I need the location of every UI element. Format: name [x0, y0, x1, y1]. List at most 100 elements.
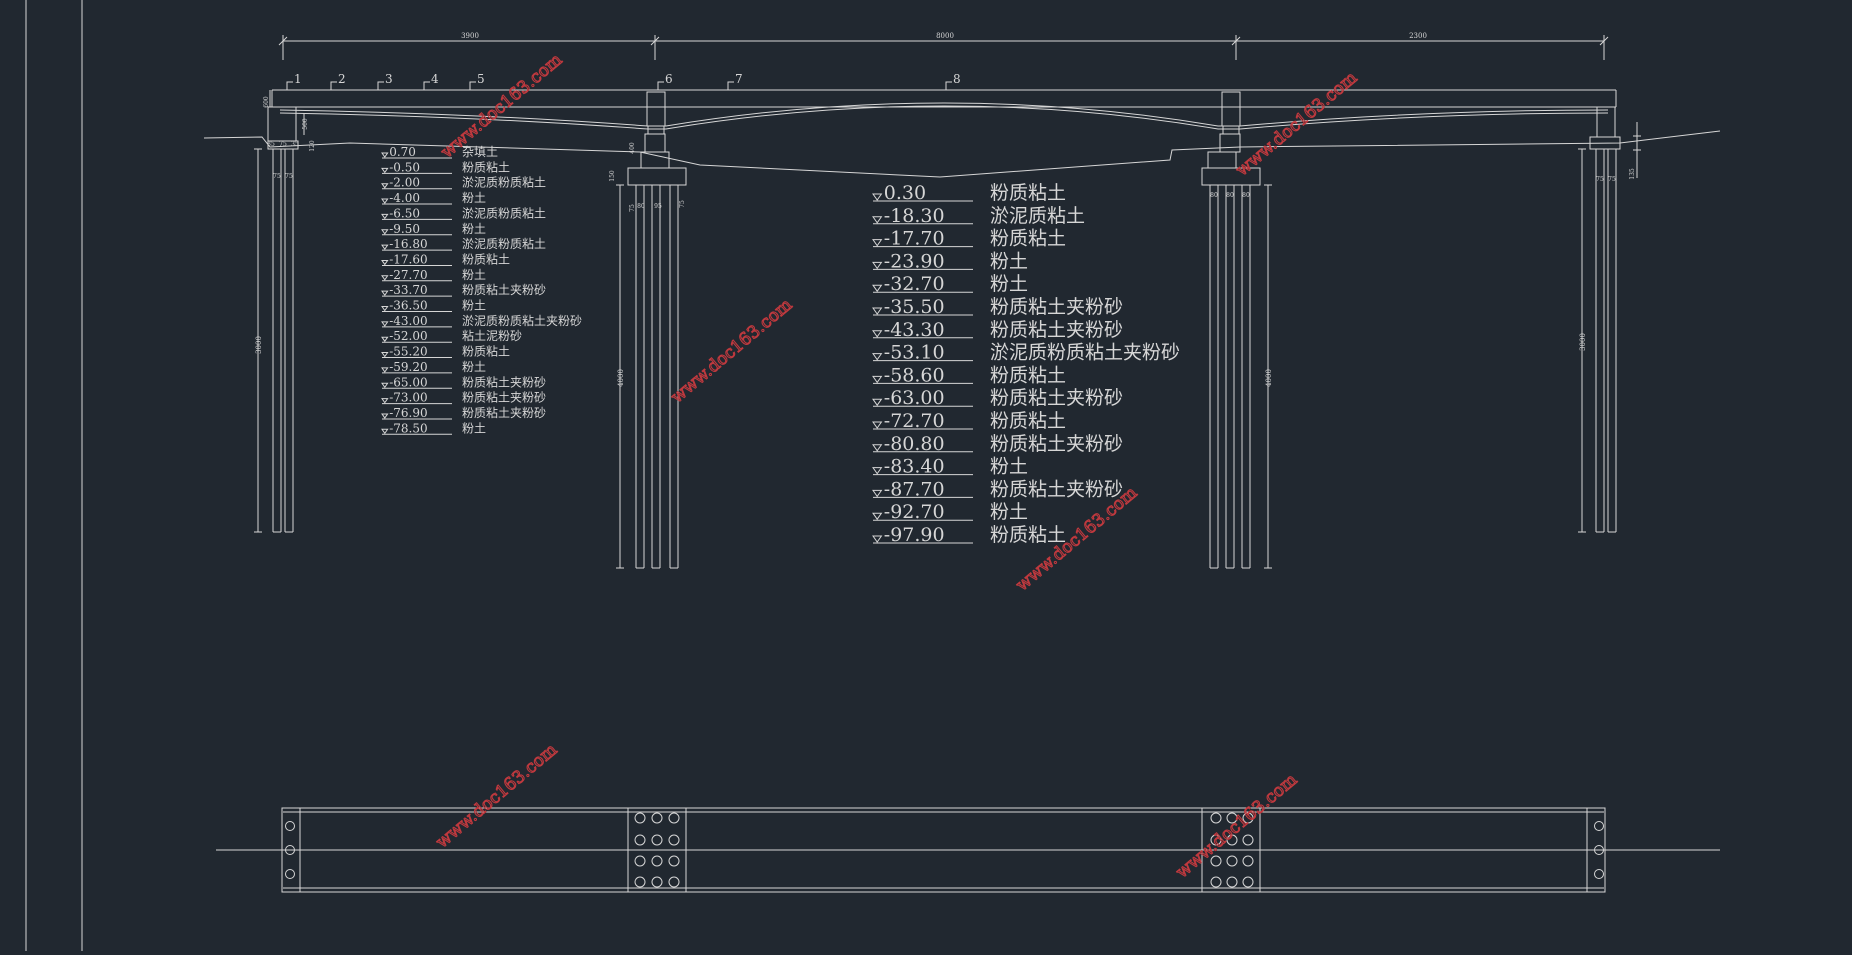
pile-hole: [1242, 855, 1254, 867]
pier-2: 4000 80 80 80: [1201, 91, 1273, 569]
elevation-marker-icon: [872, 535, 883, 543]
soil-name: 粉质粘土: [462, 159, 510, 174]
pier1-spacing-2: 80: [637, 203, 645, 210]
pile-hole: [634, 855, 646, 867]
abutment-height-label: 500: [302, 118, 309, 130]
elevation-marker-icon: [381, 290, 389, 297]
section-markers: 1 2 3 4 5 6 7 8: [286, 72, 961, 90]
elevation-marker-icon: [381, 259, 389, 266]
soil-elevation: -17.70: [884, 228, 945, 250]
elevation-marker-icon: [381, 152, 389, 158]
pile-hole: [285, 845, 295, 855]
elevation-marker-icon: [872, 467, 883, 475]
soil-name: 粉质粘土: [990, 364, 1066, 386]
abutment-small-label: 120: [309, 140, 316, 152]
abutment-col-3: 35: [291, 141, 299, 148]
soil-elevation: -9.50: [389, 222, 420, 236]
elevation-marker-icon: [872, 421, 883, 429]
elevation-marker-icon: [872, 216, 883, 224]
pier2-pile-length: 4000: [1265, 369, 1273, 387]
soil-name: 淤泥质粉质粘土夹粉砂: [990, 342, 1180, 364]
pier1-spacing-4: 75: [679, 200, 686, 208]
elevation-marker-icon: [872, 353, 883, 361]
soil-layer-row: -0.50 粉质粘土: [381, 159, 510, 174]
pile-hole: [1210, 834, 1222, 846]
elevation-marker-icon: [872, 398, 883, 407]
girder-depth-label: 600: [263, 96, 270, 108]
section-mark-8: 8: [953, 72, 961, 86]
span-label-2: 8000: [936, 32, 954, 40]
elevation-marker-icon: [381, 413, 389, 419]
elevation-marker-icon: [872, 512, 883, 521]
soil-name: 粉质粘土夹粉砂: [462, 282, 546, 297]
soil-name: 淤泥质粉质粘土: [462, 175, 546, 190]
soil-layer-row: -17.60 粉质粘土: [381, 251, 510, 266]
soil-layer-row: -55.20 粉质粘土: [381, 344, 510, 359]
section-mark-1: 1: [294, 72, 302, 86]
elevation-marker-icon: [381, 244, 389, 250]
soil-layer-row: -27.70 粉土: [381, 268, 486, 282]
soil-elevation: -55.20: [389, 345, 427, 359]
pier1-cap-height: 150: [609, 170, 616, 182]
soil-elevation: -83.40: [884, 456, 945, 478]
watermark-text: www.doc163.com: [667, 295, 796, 408]
soil-name: 粉质粘土夹粉砂: [990, 296, 1123, 318]
soil-name: 粉质粘土: [990, 182, 1066, 204]
soil-name: 淤泥质粘土: [990, 205, 1085, 227]
soil-name: 粉质粘土: [462, 251, 510, 266]
soil-elevation: -76.90: [389, 406, 427, 420]
soil-name: 粉质粘土: [462, 344, 510, 359]
elevation-marker-icon: [872, 239, 883, 247]
soil-name: 粉土: [990, 250, 1028, 272]
soil-name: 粉土: [462, 268, 486, 282]
soil-elevation: -4.00: [389, 191, 420, 205]
section-mark-5: 5: [477, 72, 485, 86]
pier-1: 4000 400 150 75 80 95 75: [609, 91, 687, 569]
soil-elevation: -17.60: [389, 252, 427, 266]
abutment-spacing-2: 75: [285, 173, 293, 180]
soil-name: 粉质粘土夹粉砂: [990, 478, 1123, 500]
soil-elevation: -0.50: [389, 160, 420, 174]
elevation-marker-icon: [381, 229, 389, 235]
watermark-text: www.doc163.com: [437, 50, 566, 163]
pile-hole: [1226, 812, 1238, 824]
elevation-marker-icon: [381, 275, 389, 281]
soil-elevation: -72.70: [884, 410, 945, 432]
elevation-marker-icon: [872, 375, 883, 384]
pile-hole: [634, 812, 646, 824]
soil-elevation: -97.90: [884, 524, 945, 546]
pile-hole: [1594, 821, 1604, 831]
pile-hole: [668, 812, 680, 824]
pile-hole: [1226, 876, 1238, 888]
soil-elevation: -63.00: [884, 387, 945, 409]
elevation-marker-icon: [381, 428, 389, 435]
pile-hole: [1594, 845, 1604, 855]
pile-hole: [285, 869, 295, 879]
soil-elevation: -36.50: [389, 299, 427, 313]
soil-elevation: -23.90: [884, 250, 945, 272]
soil-name: 粉质粘土夹粉砂: [462, 405, 546, 420]
soil-elevation: -65.00: [389, 375, 427, 389]
pile-hole: [668, 876, 680, 888]
soil-layer-row: -23.90 粉土: [872, 250, 1028, 272]
soil-name: 粉质粘土: [990, 524, 1066, 546]
pile-hole: [634, 834, 646, 846]
soil-elevation: -27.70: [389, 268, 427, 282]
pier1-spacing-1: 75: [629, 204, 636, 212]
soil-elevation: -87.70: [884, 478, 945, 500]
watermark-text: www.doc163.com: [432, 740, 561, 853]
right-spacing-2: 75: [1608, 176, 1616, 183]
elevation-marker-icon: [872, 307, 883, 315]
right-spacing-1: 75: [1596, 176, 1604, 183]
